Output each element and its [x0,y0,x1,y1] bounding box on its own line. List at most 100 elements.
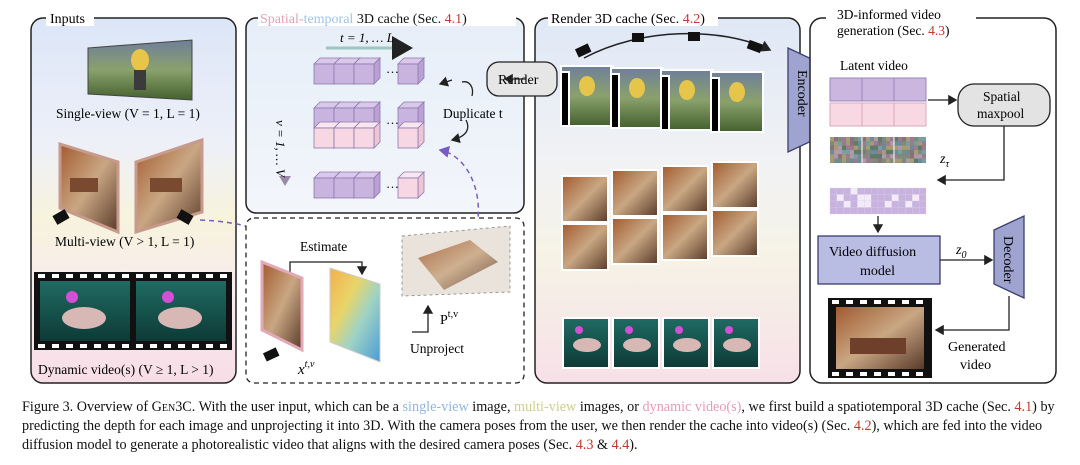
input-frame-image [260,259,304,353]
film-sprocket [178,274,185,278]
video-diffusion-block: Video diffusion model [817,235,941,285]
noise-cell [898,149,902,155]
noise-cell [870,149,874,155]
noise-cell [890,149,894,155]
film-sprocket [220,344,227,348]
film-sprocket [846,300,853,304]
noise-cell [870,141,874,146]
noise-cell [862,137,866,142]
pig-shape [673,338,701,352]
noise-cell [834,154,838,159]
rendered-frame [660,75,670,131]
mask-cell [884,207,892,215]
mask-cell [884,187,892,195]
film-sprocket [192,344,199,348]
noise-cell [902,149,906,155]
noise-cell [882,141,886,146]
noise-cell [874,145,878,150]
rendered-frame [611,169,659,217]
film-sprocket [38,344,45,348]
film-sprocket [108,274,115,278]
flower-shape [675,326,683,334]
mask-cell [829,187,838,195]
camera-icon [574,32,763,58]
noise-cell [906,141,910,146]
cache-cube [353,63,375,85]
estimate-label: Estimate [300,239,347,254]
noise-cell [918,137,922,142]
noise-cell [866,158,870,163]
unproject-label: Unproject [410,341,464,356]
noise-cell [842,149,846,155]
noise-cell [838,145,842,150]
depth-map-image [329,267,381,363]
noise-cell [886,158,890,163]
noise-cell [898,137,902,142]
noise-cell [922,149,926,155]
noise-cell [850,137,854,142]
noise-cell [886,141,890,146]
multi-view-label: Multi-view (V > 1, L = 1) [55,234,194,249]
cache-cube [333,177,355,199]
mask-cell [843,194,851,202]
noise-cell [910,149,914,155]
mask-cell [877,200,886,208]
svg-text:Encoder: Encoder [794,70,809,117]
cache-cube [397,127,419,149]
noise-cell [846,158,850,163]
generated-label-1: Generated [948,340,1006,355]
pig-shape [573,338,601,352]
film-sprocket [80,344,87,348]
film-sprocket [860,300,867,304]
film-sprocket [902,372,909,376]
noise-cell [890,158,894,163]
cache-title: Spatial-temporal 3D cache (Sec. 4.1) [260,12,467,27]
noise-cell [910,158,914,163]
single-view-label: Single-view (V = 1, L = 1) [56,106,200,121]
noise-cell [866,145,870,150]
noise-cell [882,158,886,163]
noise-cell [922,145,926,150]
noise-cell [898,145,902,150]
noise-cell [862,158,866,163]
film-sprocket [832,300,839,304]
generated-video-filmstrip [828,298,932,378]
p-label: Pt,v [440,309,458,328]
noise-cell [882,154,886,159]
render-title: Render 3D cache (Sec. 4.2) [551,12,705,27]
noise-cell [866,141,870,146]
noise-cell [842,154,846,159]
rendered-frame [611,217,659,265]
noise-cell [918,145,922,150]
generated-label-2: video [960,358,991,373]
noise-cell [858,137,862,142]
mask-cell [891,187,899,195]
mask-cell [857,187,865,195]
mask-cell [905,194,913,202]
noise-cell [906,158,910,163]
mask-cell [836,194,844,202]
mask-cell [884,194,892,202]
camera-icon [262,347,280,362]
z0-label: z0 [955,243,966,261]
noise-cell [834,141,838,146]
noise-cell [890,154,894,159]
balloon-head [629,78,645,98]
noise-cell [842,158,846,163]
latent-video-label: Latent video [840,58,908,73]
film-sprocket [94,274,101,278]
noise-cell [830,141,834,146]
noise-cell [870,145,874,150]
film-sprocket [916,372,923,376]
noise-cell [906,137,910,142]
noise-cell [902,154,906,159]
film-sprocket [122,274,129,278]
pooled-mask [829,187,927,215]
caption-method-name: Gen3C [151,399,192,415]
noise-cell [878,158,882,163]
film-sprocket [846,372,853,376]
mask-cell [912,200,920,208]
caption-figure-number: Figure 3. [22,399,74,415]
noise-cell [914,149,918,155]
